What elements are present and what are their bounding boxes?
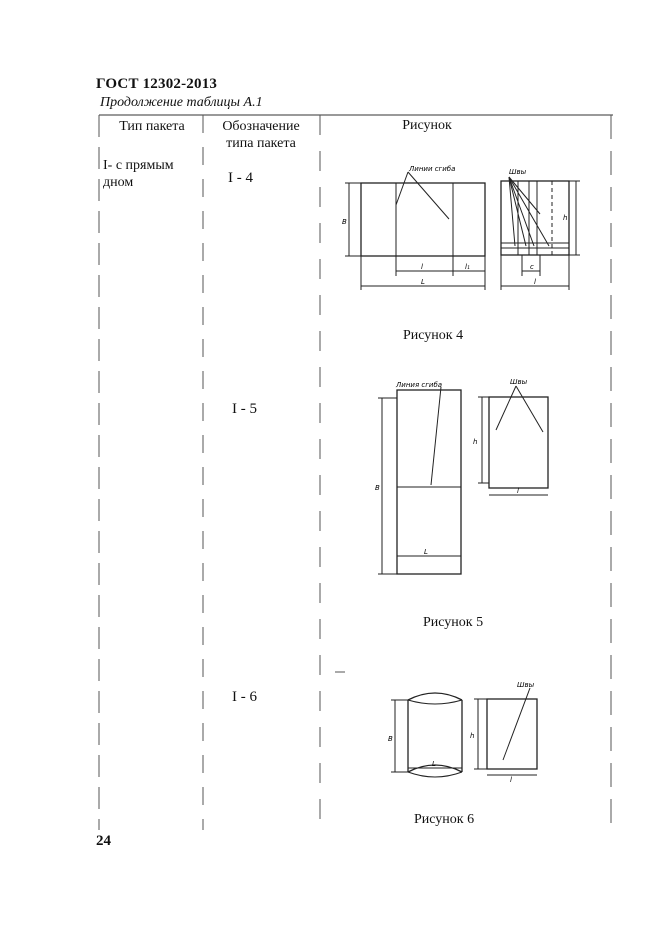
fig4-dim-l: l	[421, 263, 423, 271]
header-designation-line1: Обозначение	[222, 119, 300, 134]
header-designation-line2: типа пакета	[226, 136, 296, 151]
figure-5-caption: Рисунок 5	[423, 615, 484, 630]
fig4-dim-l1: l₁	[465, 263, 470, 271]
fig4-dim-h: h	[563, 214, 567, 222]
package-type-line2: дном	[103, 175, 134, 190]
fig5-fold-line-label: Линия сгиба	[395, 381, 442, 389]
table-continuation-caption: Продолжение таблицы А.1	[100, 95, 263, 110]
header-figure: Рисунок	[402, 118, 452, 133]
fig4-seams-label: Швы	[509, 168, 527, 176]
figure-4-caption: Рисунок 4	[403, 328, 464, 343]
designation-i4: I - 4	[228, 170, 253, 186]
package-type-line1: I- с прямым	[103, 158, 174, 173]
fig4-dim-L: L	[421, 278, 425, 286]
fig4-dim-c: c	[530, 263, 534, 271]
fig6-seams-label: Швы	[517, 681, 535, 689]
fig5-dim-L: L	[424, 548, 428, 556]
fig6-dim-b: B	[388, 735, 393, 743]
fig6-dim-h: h	[470, 732, 474, 740]
fig4-fold-lines-label: Линии сгиба	[408, 165, 455, 173]
header-package-type: Тип пакета	[119, 119, 185, 134]
figure-6-caption: Рисунок 6	[414, 812, 475, 827]
fig5-dim-l: l	[517, 487, 519, 495]
fig5-dim-h: h	[473, 438, 477, 446]
standard-title: ГОСТ 12302-2013	[96, 76, 218, 92]
fig6-dim-L: L	[432, 760, 436, 768]
fig5-dim-b: B	[375, 484, 380, 492]
fig4-dim-l-side: l	[534, 278, 536, 286]
fig5-seams-label: Швы	[510, 378, 528, 386]
fig4-dim-b: B	[342, 218, 347, 226]
designation-i6: I - 6	[232, 689, 257, 705]
page-number: 24	[96, 833, 111, 849]
fig6-dim-l: l	[510, 776, 512, 784]
designation-i5: I - 5	[232, 401, 257, 417]
